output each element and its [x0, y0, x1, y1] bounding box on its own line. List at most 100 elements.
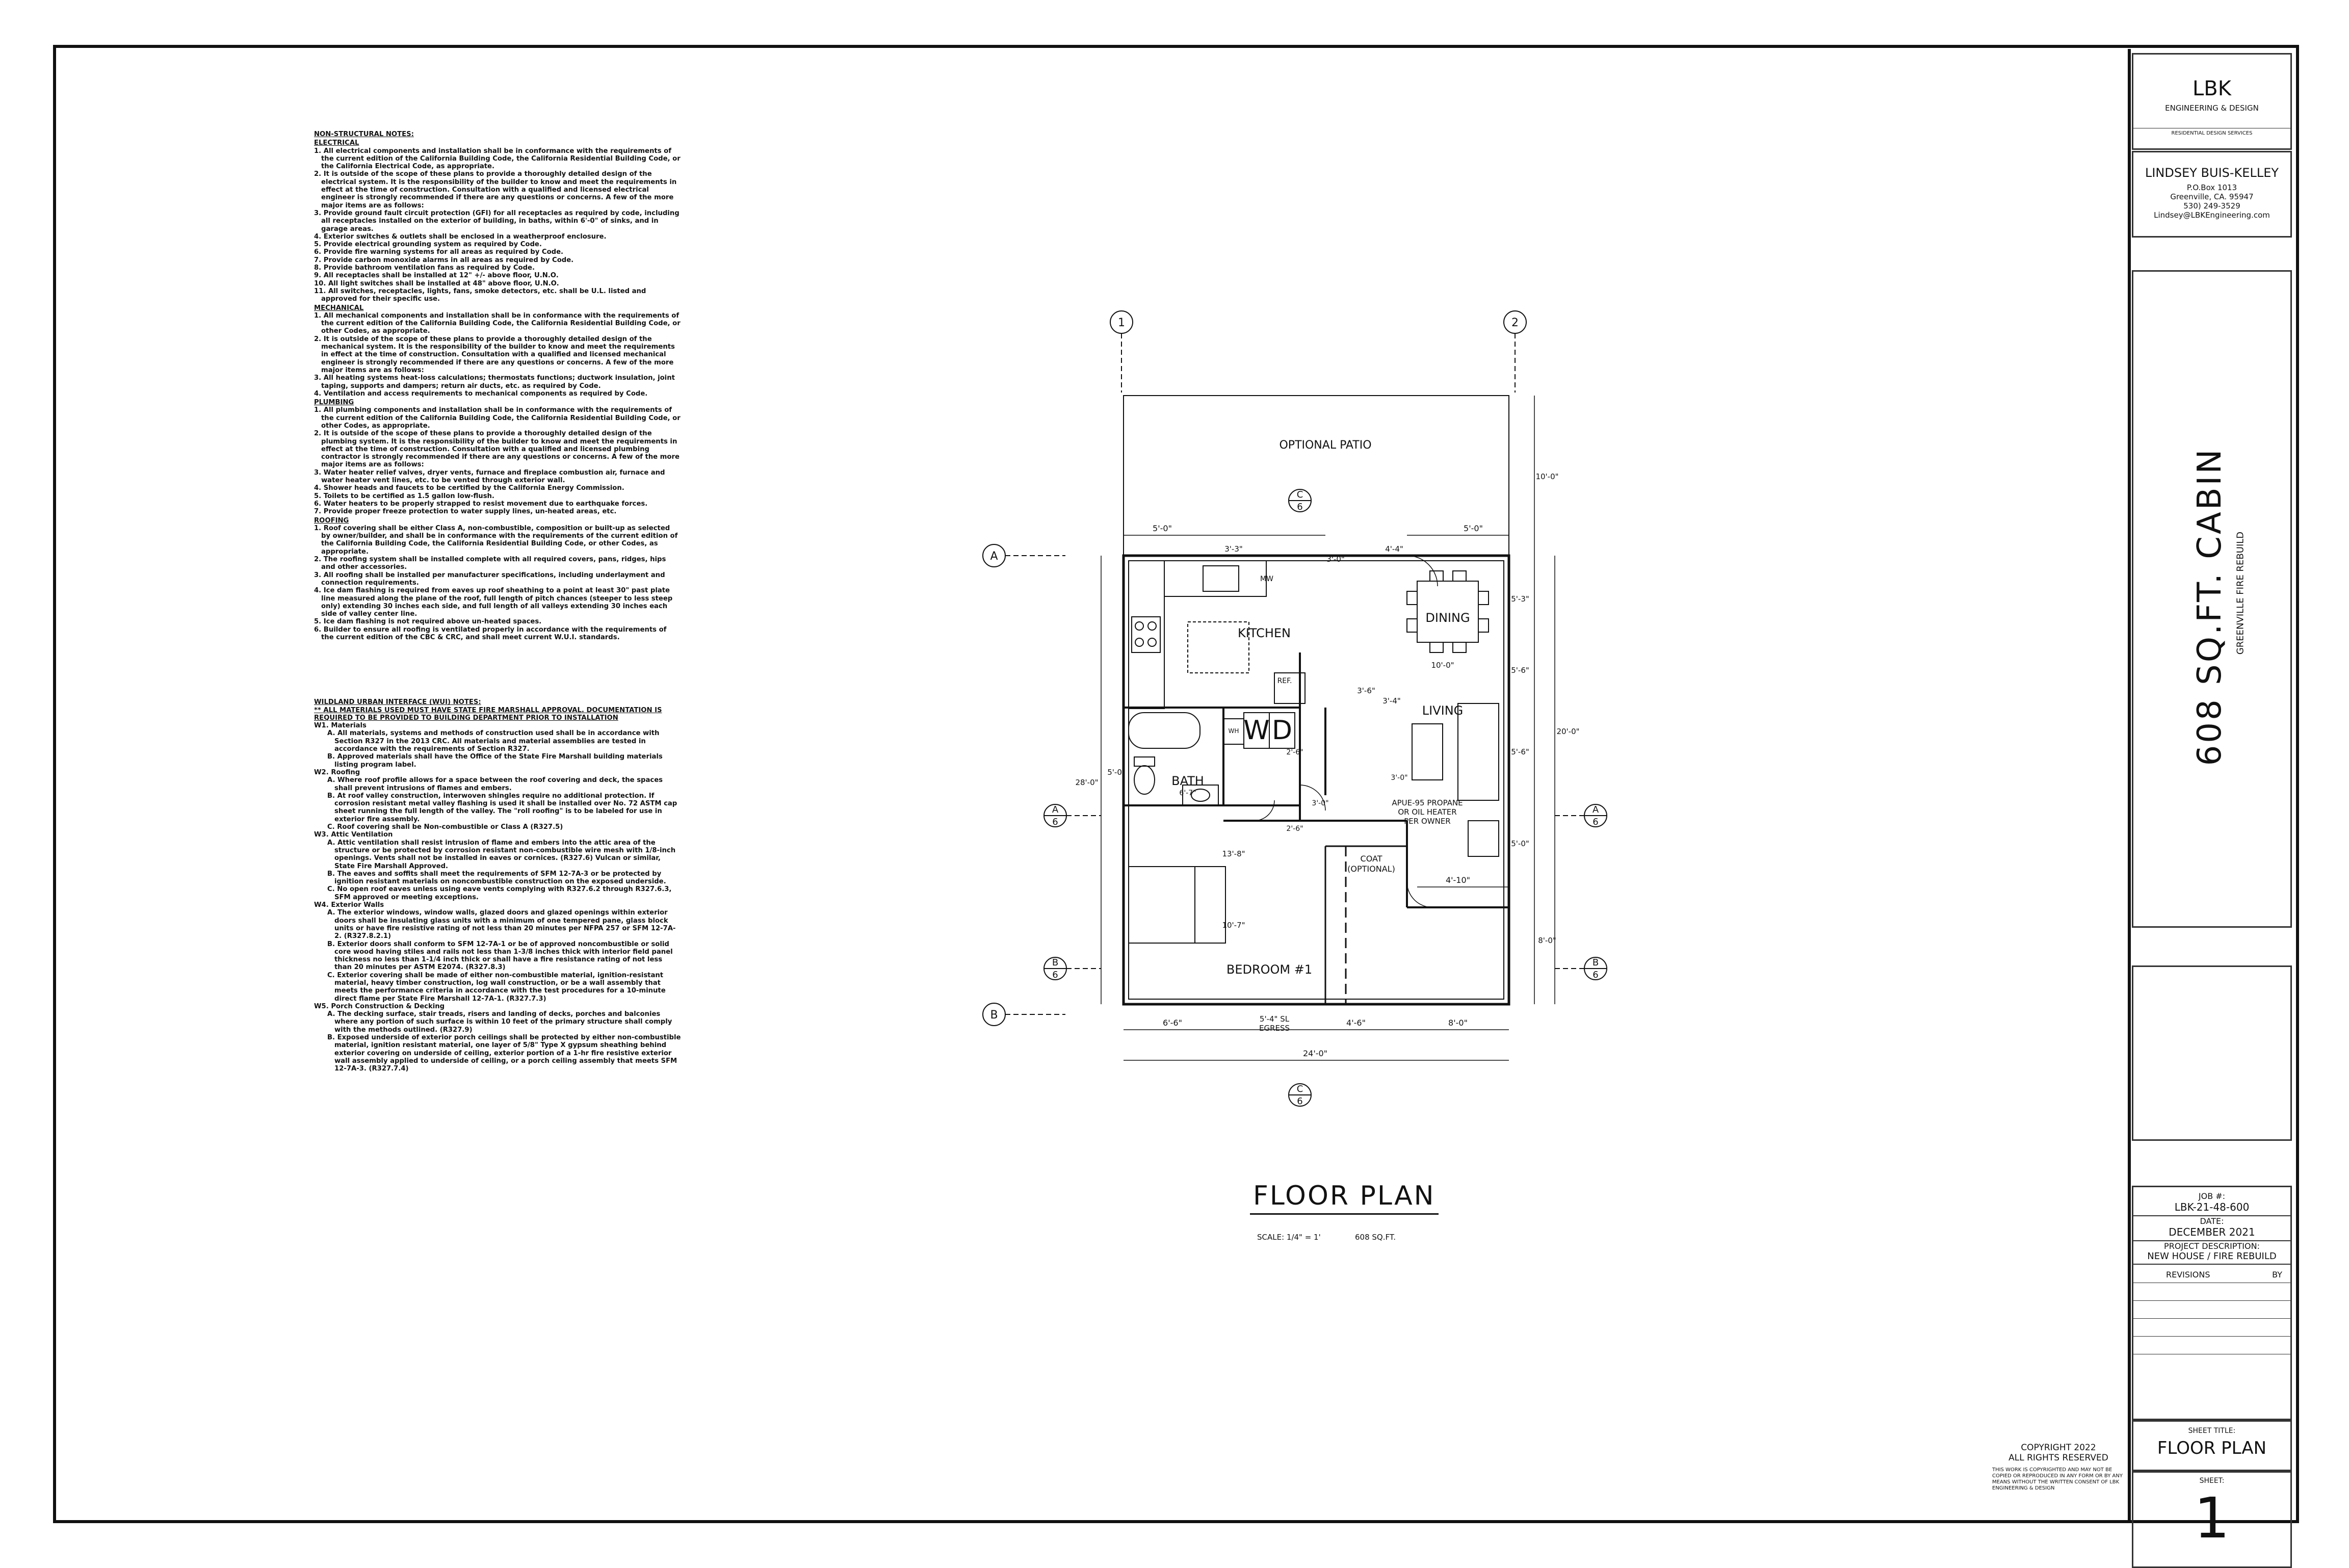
wui-heading: W5. Porch Construction & Decking [314, 1002, 445, 1010]
wui-subtitle: ** ALL MATERIALS USED MUST HAVE STATE FI… [314, 706, 662, 722]
section-b-right-sheet: 6 [1593, 970, 1598, 980]
note-item: 7. Provide proper freeze protection to w… [314, 508, 617, 516]
sheet-title-box: SHEET TITLE: FLOOR PLAN [2132, 1420, 2292, 1471]
wui-notes: WILDLAND URBAN INTERFACE (WUI) NOTES: **… [314, 698, 681, 1073]
dim-bath-w: 6'-7" [1179, 789, 1196, 797]
vanity [1182, 785, 1219, 806]
grid-label-a: A [990, 550, 998, 563]
note-item: 6. Water heaters to be properly strapped… [314, 500, 648, 508]
note-item: 3. Water heater relief valves, dryer ven… [314, 468, 665, 485]
firm-box: LBK ENGINEERING & DESIGN RESIDENTIAL DES… [2132, 53, 2292, 150]
exterior-wall [1122, 554, 1510, 1006]
note-item: 5. Ice dam flashing is not required abov… [314, 618, 542, 626]
dining-table [1417, 581, 1479, 643]
notes-title: NON-STRUCTURAL NOTES: [314, 130, 414, 138]
note-item: 1. All mechanical components and install… [314, 311, 681, 335]
room-coat: COAT [1361, 854, 1382, 864]
contact-email: Lindsey@LBKEngineering.com [2154, 211, 2270, 220]
grid-label-1: 1 [1118, 317, 1125, 329]
note-item: 1. Roof covering shall be either Class A… [314, 524, 678, 556]
note-item: 2. It is outside of the scope of these p… [314, 430, 680, 469]
wui-item: C. No open roof eaves unless using eave … [327, 885, 672, 901]
dryer [1269, 712, 1295, 749]
note-item: 3. All heating systems heat-loss calcula… [314, 374, 675, 390]
wui-item: B. Approved materials shall have the Off… [327, 753, 663, 769]
note-item: 3. All roofing shall be installed per ma… [314, 571, 665, 587]
date-value: DECEMBER 2021 [2133, 1226, 2290, 1241]
note-item: 5. Provide electrical grounding system a… [314, 241, 542, 249]
copyright-block: COPYRIGHT 2022 ALL RIGHTS RESERVED THIS … [1992, 1443, 2125, 1492]
plan-scale: SCALE: 1/4" = 1' [1257, 1233, 1321, 1242]
section-b-left-sheet: 6 [1052, 970, 1058, 980]
dim-left-b: 5'-0" [1107, 768, 1126, 777]
note-item: 3. Provide ground fault circuit protecti… [314, 209, 680, 233]
contact-addr1: P.O.Box 1013 [2186, 183, 2237, 192]
wui-item: C. Exterior covering shall be made of ei… [327, 971, 666, 1003]
wui-item: A. Where roof profile allows for a space… [327, 776, 663, 792]
plan-area: 608 SQ.FT. [1355, 1233, 1396, 1242]
mw-label: MW [1260, 575, 1273, 583]
kitchen-sink [1203, 565, 1239, 592]
wui-item: A. The decking surface, stair treads, ri… [327, 1010, 672, 1034]
kitchen-counter [1128, 560, 1165, 709]
room-coat-sub: (OPTIONAL) [1347, 864, 1395, 874]
sheet-title-label: SHEET TITLE: [2188, 1427, 2236, 1435]
dim-liv-d: 3'-0" [1391, 774, 1407, 782]
dim-top-left: 5'-0" [1153, 524, 1172, 533]
heater-label-2: OR OIL HEATER [1398, 807, 1456, 817]
room-bath: BATH [1171, 774, 1204, 788]
heater [1468, 820, 1499, 857]
egress-label-2: EGRESS [1259, 1024, 1290, 1033]
room-bedroom: BEDROOM #1 [1226, 962, 1312, 977]
dim-right-a: 5'-3" [1511, 594, 1529, 604]
date-label: DATE: [2200, 1216, 2224, 1226]
dim-liv-c: 3'-4" [1382, 696, 1401, 705]
dim-right-total: 20'-0" [1556, 727, 1579, 736]
job-box: JOB #: LBK-21-48-600 DATE: DECEMBER 2021… [2132, 1186, 2292, 1420]
notes-heading: ELECTRICAL [314, 139, 359, 147]
wui-item: B. Exterior doors shall conform to SFM 1… [327, 940, 673, 972]
ref-label: REF. [1277, 677, 1292, 685]
bathtub [1128, 712, 1200, 749]
grid-label-b: B [990, 1009, 998, 1022]
note-item: 2. It is outside of the scope of these p… [314, 335, 675, 374]
dim-right-b: 5'-6" [1511, 666, 1529, 675]
wui-item: B. At roof valley construction, interwov… [327, 792, 677, 823]
project-title: 608 SQ.FT. CABIN [2191, 447, 2229, 766]
title-block: LBK ENGINEERING & DESIGN RESIDENTIAL DES… [2128, 49, 2296, 1568]
toilet [1134, 765, 1155, 795]
dim-hall-b: 2'-6" [1286, 825, 1303, 833]
note-item: 9. All receptacles shall be installed at… [314, 272, 559, 280]
room-kitchen: KITCHEN [1238, 626, 1291, 640]
section-c-top-sheet: 6 [1297, 502, 1302, 512]
sheet-number-box: SHEET: 1 [2132, 1471, 2292, 1568]
patio-outline [1123, 395, 1509, 556]
note-item: 4. Shower heads and faucets to be certif… [314, 484, 624, 492]
dim-left-a: 28'-0" [1075, 778, 1098, 787]
by-label: BY [2272, 1270, 2282, 1279]
section-c-bottom-num: C [1297, 1084, 1303, 1094]
copyright-line1: COPYRIGHT 2022 [2021, 1443, 2096, 1453]
notes-heading: PLUMBING [314, 399, 354, 407]
revisions-header: REVISIONS BY [2133, 1265, 2290, 1283]
sheet-label: SHEET: [2199, 1477, 2225, 1485]
note-item: 7. Provide carbon monoxide alarms in all… [314, 256, 574, 264]
dim-bed-d: 10'-7" [1222, 921, 1245, 930]
notes-heading: MECHANICAL [314, 304, 364, 312]
wh-label: WH [1229, 727, 1239, 735]
bed [1128, 866, 1195, 944]
section-b-right-num: B [1593, 957, 1599, 968]
copyright-line2: ALL RIGHTS RESERVED [2008, 1453, 2108, 1463]
note-item: 11. All switches, receptacles, lights, f… [314, 287, 646, 303]
note-item: 1. All electrical components and install… [314, 147, 681, 171]
dim-patio-depth: 10'-0" [1535, 472, 1558, 481]
refrigerator [1274, 672, 1306, 704]
wui-heading: W2. Roofing [314, 768, 360, 776]
note-item: 8. Provide bathroom ventilation fans as … [314, 264, 535, 272]
desc-label: PROJECT DESCRIPTION: [2164, 1241, 2260, 1251]
wui-item: B. Exposed underside of exterior porch c… [327, 1034, 681, 1073]
floor-plan-drawing: 1 2 A B OPTIONAL PATIO KITCHEN DINING LI… [982, 310, 1607, 1107]
